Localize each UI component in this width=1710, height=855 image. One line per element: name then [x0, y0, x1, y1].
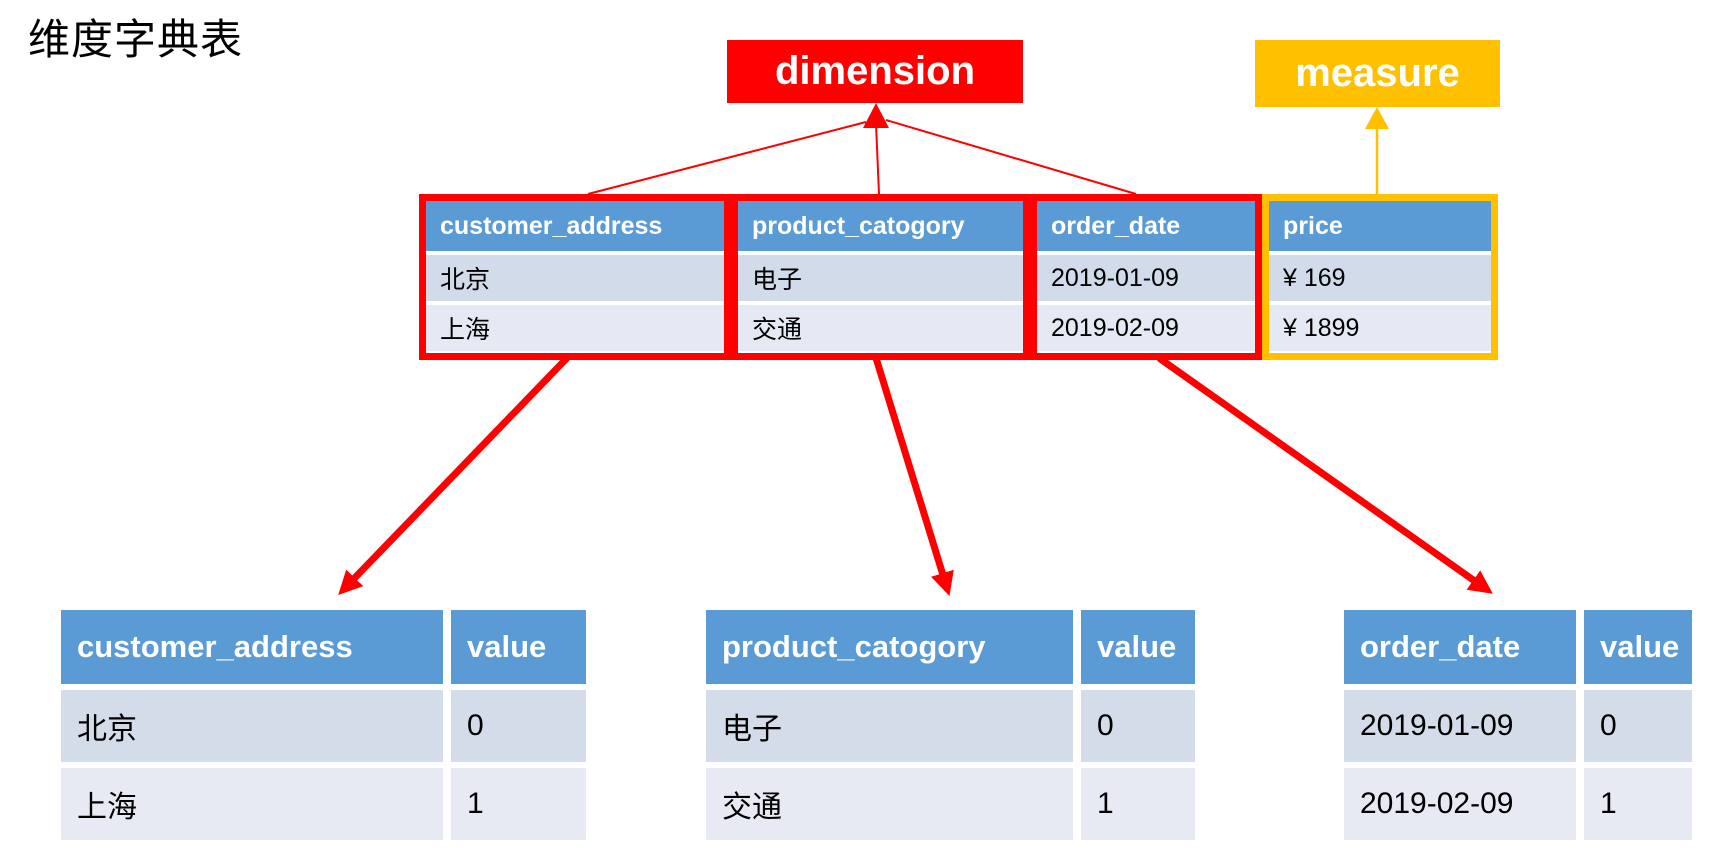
table-cell: ¥ 169: [1269, 255, 1491, 301]
table-cell: 1: [1584, 768, 1692, 840]
column-header: value: [1584, 610, 1692, 684]
main-table-column-product-catogory: product_catogory 电子 交通: [731, 194, 1030, 360]
table-cell: 上海: [426, 305, 724, 351]
table-cell: 交通: [706, 768, 1073, 840]
table-row: 电子 0: [706, 690, 1195, 762]
table-cell: 2019-01-09: [1037, 255, 1255, 301]
table-row: 北京 0: [61, 690, 586, 762]
dimension-label: dimension: [727, 40, 1023, 103]
arrow-to-customer-address-dict: [338, 355, 570, 595]
table-cell: 2019-01-09: [1344, 690, 1576, 762]
arrow-to-order-date-dict: [1156, 355, 1493, 594]
dict-table-product-catogory: product_catogory value 电子 0 交通 1: [706, 610, 1195, 840]
main-table-column-customer-address: customer_address 北京 上海: [419, 194, 731, 360]
column-header: order_date: [1037, 201, 1255, 251]
table-cell: 0: [451, 690, 586, 762]
table-cell: 1: [451, 768, 586, 840]
table-cell: ¥ 1899: [1269, 305, 1491, 351]
table-row: 2019-01-09 0: [1344, 690, 1692, 762]
main-table-column-order-date: order_date 2019-01-09 2019-02-09: [1030, 194, 1262, 360]
column-header: product_catogory: [706, 610, 1073, 684]
column-header: order_date: [1344, 610, 1576, 684]
table-cell: 上海: [61, 768, 443, 840]
column-header: customer_address: [426, 201, 724, 251]
table-cell: 0: [1584, 690, 1692, 762]
dictionary-arrows: [338, 355, 1493, 596]
table-header-row: customer_address value: [61, 610, 586, 684]
table-cell: 2019-02-09: [1037, 305, 1255, 351]
measure-arrowhead: [1365, 107, 1389, 129]
column-header: value: [451, 610, 586, 684]
column-header: value: [1081, 610, 1195, 684]
column-header: product_catogory: [738, 201, 1023, 251]
column-header: price: [1269, 201, 1491, 251]
dimension-fan-arrows: [587, 119, 1137, 195]
table-cell: 北京: [61, 690, 443, 762]
table-cell: 2019-02-09: [1344, 768, 1576, 840]
table-row: 交通 1: [706, 768, 1195, 840]
table-cell: 北京: [426, 255, 724, 301]
table-cell: 0: [1081, 690, 1195, 762]
table-cell: 交通: [738, 305, 1023, 351]
page-title: 维度字典表: [28, 16, 244, 63]
table-header-row: order_date value: [1344, 610, 1692, 684]
dict-table-customer-address: customer_address value 北京 0 上海 1: [61, 610, 586, 840]
table-header-row: product_catogory value: [706, 610, 1195, 684]
table-cell: 电子: [706, 690, 1073, 762]
table-row: 上海 1: [61, 768, 586, 840]
dimension-arrowhead: [863, 103, 889, 128]
arrow-to-product-catogory-dict: [872, 356, 954, 596]
main-table-column-price: price ¥ 169 ¥ 1899: [1262, 194, 1498, 360]
table-row: 2019-02-09 1: [1344, 768, 1692, 840]
column-header: customer_address: [61, 610, 443, 684]
dict-table-order-date: order_date value 2019-01-09 0 2019-02-09…: [1344, 610, 1692, 840]
table-cell: 电子: [738, 255, 1023, 301]
table-cell: 1: [1081, 768, 1195, 840]
measure-label: measure: [1255, 40, 1500, 107]
